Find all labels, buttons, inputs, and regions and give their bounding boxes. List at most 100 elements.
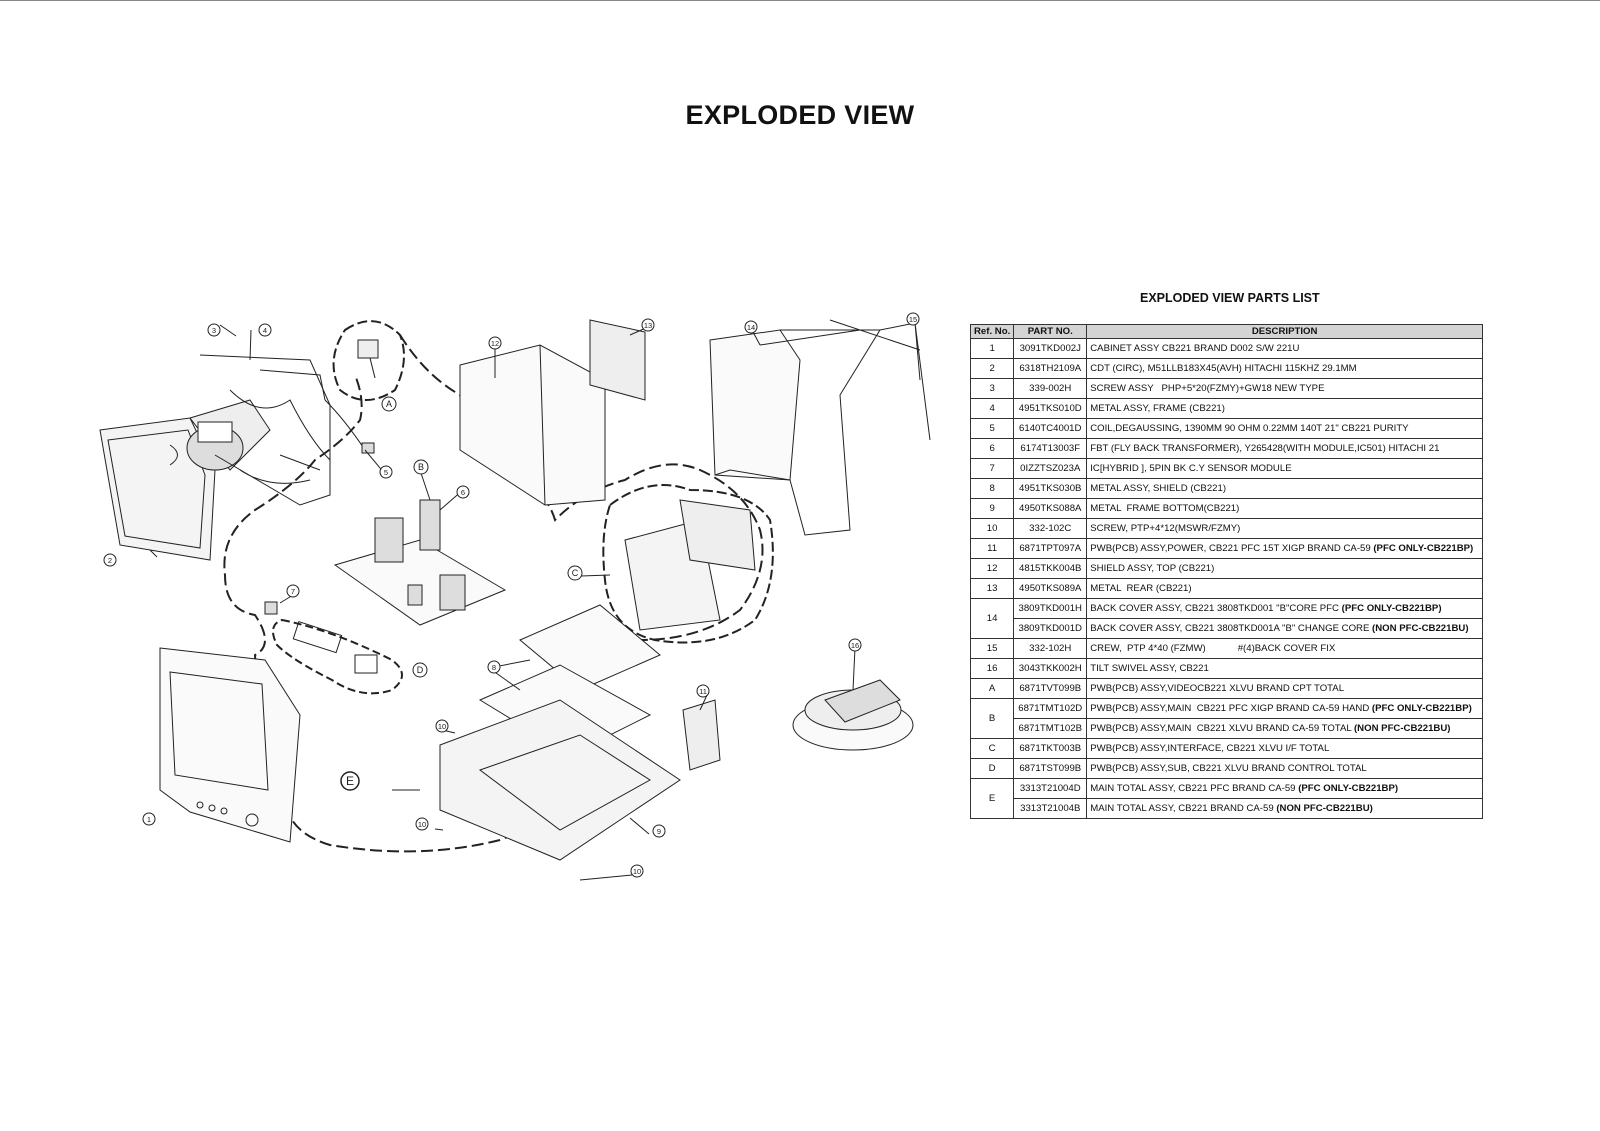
description-text: COIL,DEGAUSSING, 1390MM 90 OHM 0.22MM 14… bbox=[1090, 423, 1409, 434]
part-no-cell: 3313T21004B bbox=[1013, 798, 1088, 819]
ref-no-cell: 5 bbox=[969, 418, 1015, 439]
ref-no-cell: D bbox=[969, 758, 1015, 779]
ref-no-cell: 6 bbox=[969, 438, 1015, 459]
ref-no-cell: 4 bbox=[969, 398, 1015, 419]
model-variant-note: (PFC ONLY-CB221BP) bbox=[1373, 543, 1474, 554]
degaussing-coil-lead bbox=[324, 399, 366, 451]
back-cover-drawing bbox=[709, 329, 801, 481]
ref-no-cell: 3 bbox=[969, 378, 1015, 399]
callout-13 bbox=[641, 318, 655, 332]
callout-label: 6 bbox=[461, 488, 465, 497]
part-no-cell: 6174T13003F bbox=[1013, 438, 1088, 459]
header-ref-no: Ref. No. bbox=[969, 324, 1015, 339]
model-variant-note: (PFC ONLY-CB221BP) bbox=[1341, 603, 1442, 614]
header-description: DESCRIPTION bbox=[1086, 324, 1483, 339]
callout-label: 11 bbox=[699, 687, 707, 696]
description-cell: CABINET ASSY CB221 BRAND D002 S/W 221U bbox=[1086, 338, 1483, 359]
frame-bottom-drawing bbox=[439, 699, 681, 861]
part-no-cell: 4951TKS010D bbox=[1013, 398, 1088, 419]
part-no-cell: 332-102H bbox=[1013, 638, 1088, 659]
description-text: SCREW ASSY PHP+5*20(FZMY)+GW18 NEW TYPE bbox=[1090, 383, 1325, 394]
description-cell: FBT (FLY BACK TRANSFORMER), Y265428(WITH… bbox=[1086, 438, 1483, 459]
callout-label: 15 bbox=[909, 315, 917, 324]
part-no-cell: 6318TH2109A bbox=[1013, 358, 1088, 379]
ref-no-cell: 8 bbox=[969, 478, 1015, 499]
description-cell: PWB(PCB) ASSY,SUB, CB221 XLVU BRAND CONT… bbox=[1086, 758, 1483, 779]
ref-no-cell: 13 bbox=[969, 578, 1015, 599]
description-text: PWB(PCB) ASSY,INTERFACE, CB221 XLVU I/F … bbox=[1090, 743, 1330, 754]
page-title: EXPLODED VIEW bbox=[685, 100, 915, 130]
callout-label: 2 bbox=[108, 556, 112, 565]
description-cell: PWB(PCB) ASSY,VIDEOCB221 XLVU BRAND CPT … bbox=[1086, 678, 1483, 699]
part-no-cell: 3809TKD001H bbox=[1013, 598, 1088, 619]
description-text: MAIN TOTAL ASSY, CB221 PFC BRAND CA-59 bbox=[1090, 783, 1299, 794]
description-cell: SCREW, PTP+4*12(MSWR/FZMY) bbox=[1086, 518, 1483, 539]
description-text: METAL ASSY, SHIELD (CB221) bbox=[1090, 483, 1227, 494]
sensor-module-drawing bbox=[264, 601, 278, 615]
callout-10c bbox=[630, 864, 644, 878]
callout-label: 14 bbox=[747, 323, 755, 332]
callout-label: 13 bbox=[644, 321, 652, 330]
callout-label: D bbox=[417, 665, 424, 675]
description-text: CREW, PTP 4*40 (FZMW) #(4)BACK COVER FIX bbox=[1090, 643, 1336, 654]
model-variant-note: (NON PFC-CB221BU) bbox=[1276, 803, 1373, 814]
part-no-cell: 6871TMT102D bbox=[1013, 698, 1088, 719]
rear-metal-drawing bbox=[589, 319, 646, 401]
part-no-cell: 332-102C bbox=[1013, 518, 1088, 539]
description-cell: METAL FRAME BOTTOM(CB221) bbox=[1086, 498, 1483, 519]
part-no-cell: 0IZZTSZ023A bbox=[1013, 458, 1088, 479]
callout-label: 5 bbox=[384, 468, 388, 477]
description-cell: CREW, PTP 4*40 (FZMW) #(4)BACK COVER FIX bbox=[1086, 638, 1483, 659]
description-cell: TILT SWIVEL ASSY, CB221 bbox=[1086, 658, 1483, 679]
part-no-cell: 3043TKK002H bbox=[1013, 658, 1088, 679]
description-cell: PWB(PCB) ASSY,INTERFACE, CB221 XLVU I/F … bbox=[1086, 738, 1483, 759]
part-no-cell: 6871TMT102B bbox=[1013, 718, 1088, 739]
callout-11 bbox=[696, 684, 710, 698]
callout-label: 10 bbox=[438, 722, 446, 731]
part-no-cell: 4950TKS088A bbox=[1013, 498, 1088, 519]
description-cell: MAIN TOTAL ASSY, CB221 BRAND CA-59 (NON … bbox=[1086, 798, 1483, 819]
part-no-cell: 6871TPT097A bbox=[1013, 538, 1088, 559]
callout-e bbox=[340, 771, 360, 791]
description-cell: MAIN TOTAL ASSY, CB221 PFC BRAND CA-59 (… bbox=[1086, 778, 1483, 799]
description-text: CDT (CIRC), M51LLB183X45(AVH) HITACHI 11… bbox=[1090, 363, 1357, 374]
callout-15 bbox=[906, 312, 920, 326]
callout-label: 12 bbox=[491, 339, 499, 348]
group-d-outline bbox=[272, 618, 403, 695]
callout-12 bbox=[488, 336, 502, 350]
description-text: FBT (FLY BACK TRANSFORMER), Y265428(WITH… bbox=[1090, 443, 1440, 454]
ref-no-cell: E bbox=[969, 778, 1015, 819]
model-variant-note: (NON PFC-CB221BU) bbox=[1372, 623, 1469, 634]
callout-label: C bbox=[572, 568, 579, 578]
callout-10b bbox=[415, 817, 429, 831]
ref-no-cell: C bbox=[969, 738, 1015, 759]
callout-14 bbox=[744, 320, 758, 334]
description-cell: SCREW ASSY PHP+5*20(FZMY)+GW18 NEW TYPE bbox=[1086, 378, 1483, 399]
exploded-view-drawing: 1 2 3 4 5 6 7 8 9 10 10 10 11 12 13 14 1… bbox=[99, 312, 931, 881]
description-cell: METAL REAR (CB221) bbox=[1086, 578, 1483, 599]
description-cell: PWB(PCB) ASSY,MAIN CB221 XLVU BRAND CA-5… bbox=[1086, 718, 1483, 739]
callout-c bbox=[567, 565, 583, 581]
description-text: TILT SWIVEL ASSY, CB221 bbox=[1090, 663, 1209, 674]
group-c-outline bbox=[602, 484, 774, 644]
part-no-cell: 339-002H bbox=[1013, 378, 1088, 399]
part-no-cell: 4950TKS089A bbox=[1013, 578, 1088, 599]
callout-5 bbox=[379, 465, 393, 479]
top-shield-drawing bbox=[459, 344, 606, 506]
callout-label: 9 bbox=[657, 827, 661, 836]
model-variant-note: (NON PFC-CB221BU) bbox=[1353, 723, 1451, 734]
callout-label: 10 bbox=[633, 867, 641, 876]
callout-label: 1 bbox=[147, 815, 151, 824]
